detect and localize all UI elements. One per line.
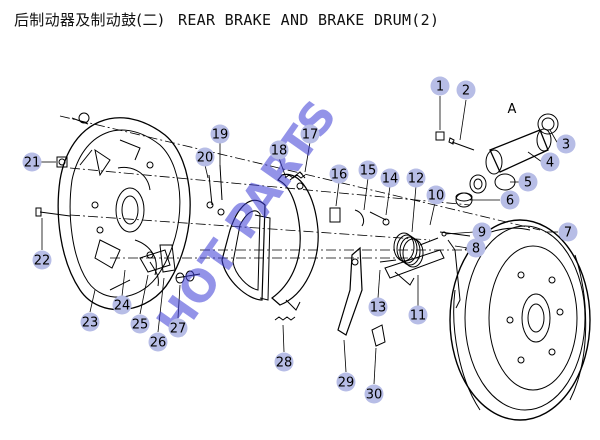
callout-bubble-26: [148, 332, 168, 352]
callout-bubble-16: [329, 164, 349, 184]
callout-number-16: 16: [331, 168, 348, 183]
callout-bubble-20: [195, 147, 215, 167]
callout-bubble-18: [269, 140, 289, 160]
callout-number-14: 14: [382, 172, 399, 187]
callout-number-27: 27: [170, 322, 187, 337]
callout-bubble-14: [380, 168, 400, 188]
nut-21: [56, 156, 68, 168]
callout-number-7: 7: [564, 226, 572, 241]
callout-bubble-1: [430, 76, 450, 96]
callout-number-18: 18: [271, 144, 288, 159]
callout-bubble-12: [406, 168, 426, 188]
axis-lines: [59, 115, 541, 259]
callout-number-3: 3: [562, 138, 570, 153]
callout-number-23: 23: [82, 316, 99, 331]
callout-number-26: 26: [150, 336, 167, 351]
pins-19-20: [206, 164, 225, 216]
callout-number-25: 25: [132, 318, 149, 333]
callout-bubble-22: [32, 250, 52, 270]
callout-bubble-2: [456, 80, 476, 100]
callout-bubble-29: [336, 372, 356, 392]
callout-bubble-24: [112, 295, 132, 315]
callout-bubble-7: [558, 222, 578, 242]
spring-28: [274, 316, 296, 321]
callout-number-29: 29: [338, 376, 355, 391]
title-english: REAR BRAKE AND BRAKE DRUM(2): [178, 11, 440, 29]
hold-down-spring-18: [284, 174, 306, 179]
callout-number-9: 9: [478, 226, 486, 241]
callout-bubble-4: [540, 152, 560, 172]
callout-number-6: 6: [506, 194, 514, 209]
callout-number-21: 21: [24, 156, 41, 171]
parking-lever-29: [337, 246, 363, 336]
title-chinese: 后制动器及制动鼓(二): [14, 11, 165, 29]
callout-number-22: 22: [34, 254, 51, 269]
callout-bubble-11: [408, 305, 428, 325]
callout-bubble-15: [358, 160, 378, 180]
callout-number-30: 30: [366, 388, 383, 403]
callout-bubble-13: [368, 297, 388, 317]
bolt-22: [35, 207, 71, 217]
brake-shoe-front: [221, 199, 271, 301]
callout-bubble-8: [466, 238, 486, 258]
callout-bubble-19: [210, 124, 230, 144]
callout-number-20: 20: [197, 151, 214, 166]
callout-number-5: 5: [524, 176, 532, 191]
brake-drum: [449, 219, 591, 421]
spring-8-9-10: [439, 231, 471, 309]
callout-bubble-6: [500, 190, 520, 210]
callout-number-15: 15: [360, 164, 377, 179]
callout-bubble-28: [274, 352, 294, 372]
leader-lines: [40, 96, 559, 385]
callout-number-17: 17: [302, 128, 319, 143]
parking-lever-parts: [139, 244, 201, 287]
callout-number-19: 19: [212, 128, 229, 143]
callout-bubble-27: [168, 318, 188, 338]
callout-bubble-30: [364, 384, 384, 404]
callout-bubble-10: [426, 185, 446, 205]
adjuster-parts: [329, 207, 390, 227]
callout-number-11: 11: [410, 309, 427, 324]
callout-bubble-17: [300, 124, 320, 144]
callout-bubble-23: [80, 312, 100, 332]
callout-number-2: 2: [462, 84, 470, 99]
callout-number-10: 10: [428, 189, 445, 204]
callout-number-24: 24: [114, 299, 131, 314]
callout-bubble-21: [22, 152, 42, 172]
backing-plate: [57, 117, 191, 311]
clip-30: [371, 324, 386, 347]
callout-number-1: 1: [436, 80, 444, 95]
callout-bubble-5: [518, 172, 538, 192]
callout-bubble-9: [472, 222, 492, 242]
callout-number-8: 8: [472, 242, 480, 257]
page-title: 后制动器及制动鼓(二) REAR BRAKE AND BRAKE DRUM(2): [14, 9, 439, 30]
callout-number-12: 12: [408, 172, 425, 187]
callout-bubble-3: [556, 134, 576, 154]
callout-label-A: A: [508, 102, 517, 117]
callout-number-28: 28: [276, 356, 293, 371]
callout-number-13: 13: [370, 301, 387, 316]
callout-number-4: 4: [546, 156, 554, 171]
strut-11: [384, 249, 445, 286]
callout-bubble-25: [130, 314, 150, 334]
